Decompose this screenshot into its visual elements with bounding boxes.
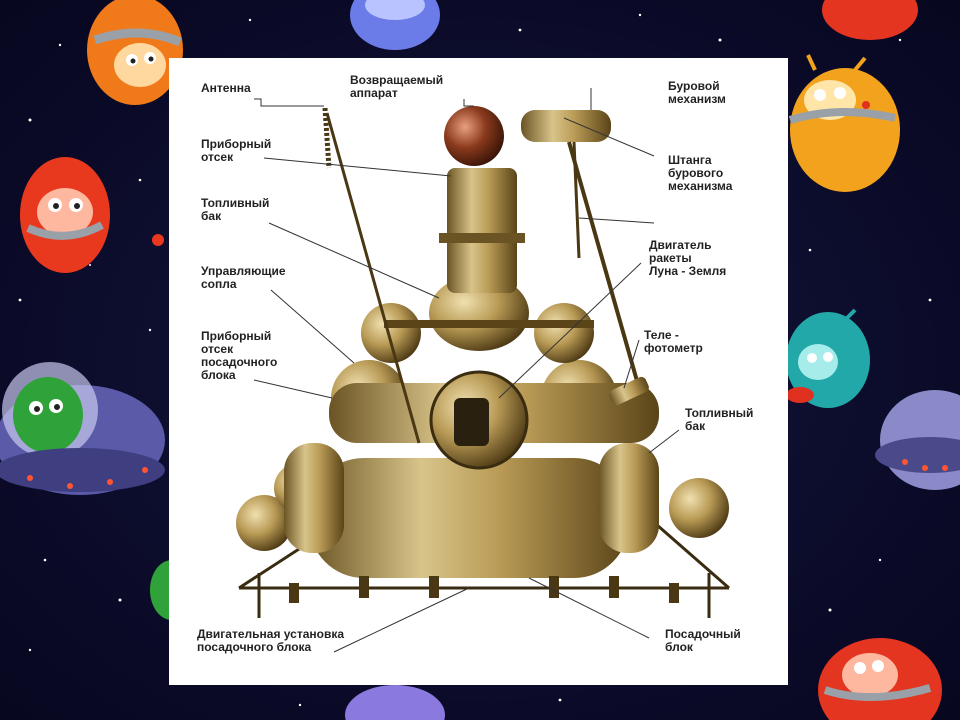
alien-red-top-icon <box>822 0 918 40</box>
lower-tank-right <box>669 478 729 538</box>
label-landing-instrument-bay: Приборный отсек посадочного блока <box>201 329 278 382</box>
antenna-rod <box>325 112 421 444</box>
landing-block-body <box>309 458 629 578</box>
alien-purple-bottom-icon <box>345 685 445 720</box>
luna-spacecraft-illustration <box>236 88 730 653</box>
lower-fuel-tank-right <box>599 443 659 553</box>
landing-nozzles <box>289 576 679 603</box>
upper-tank-right <box>534 303 594 363</box>
alien-red-icon <box>20 157 164 273</box>
upper-frame <box>384 320 594 328</box>
instrument-bay-column <box>447 168 517 293</box>
alien-yellow-icon <box>788 54 900 192</box>
telephotometer-device <box>609 376 649 406</box>
return-capsule <box>444 106 504 166</box>
alien-teal-icon <box>786 308 870 408</box>
alien-red-bottom-icon <box>818 638 942 720</box>
engine-cutaway <box>454 398 489 446</box>
label-landing-engine: Двигательная установка посадочного блока <box>197 627 345 654</box>
upper-tank-left <box>361 303 421 363</box>
label-fuel-tank-upper: Топливный бак <box>201 196 270 223</box>
antenna-tip <box>322 107 332 169</box>
label-instrument-bay: Приборный отсек <box>201 137 272 164</box>
label-rocket-engine: Двигатель ракеты Луна - Земля <box>649 238 727 278</box>
alien-orange-icon <box>87 0 183 105</box>
leader-lines <box>253 88 680 653</box>
instrument-bay-ring <box>439 233 525 243</box>
label-antenna: Антенна <box>201 81 251 95</box>
label-fuel-tank-lower: Топливный бак <box>685 406 754 433</box>
label-telephotometer: Теле - фотометр <box>644 328 703 355</box>
lower-fuel-tank-left <box>284 443 344 553</box>
upper-tank-center <box>429 275 529 351</box>
label-landing-block: Посадочный блок <box>665 627 741 654</box>
alien-purple-icon <box>350 0 440 50</box>
alien-ufo-right-icon <box>875 390 960 490</box>
label-return-vehicle: Возвращаемый аппарат <box>350 73 444 100</box>
alien-green-ufo-icon <box>0 362 165 495</box>
lower-tank-left <box>236 495 292 551</box>
diagram-panel: Антенна Возвращаемый аппарат Буровой мех… <box>169 58 788 685</box>
drill-rod <box>567 141 641 389</box>
drill-cylinder <box>521 110 611 142</box>
label-drill-rod: Штанга бурового механизма <box>668 153 733 193</box>
label-control-nozzles: Управляющие сопла <box>201 264 286 291</box>
label-drill: Буровой механизм <box>668 79 726 106</box>
